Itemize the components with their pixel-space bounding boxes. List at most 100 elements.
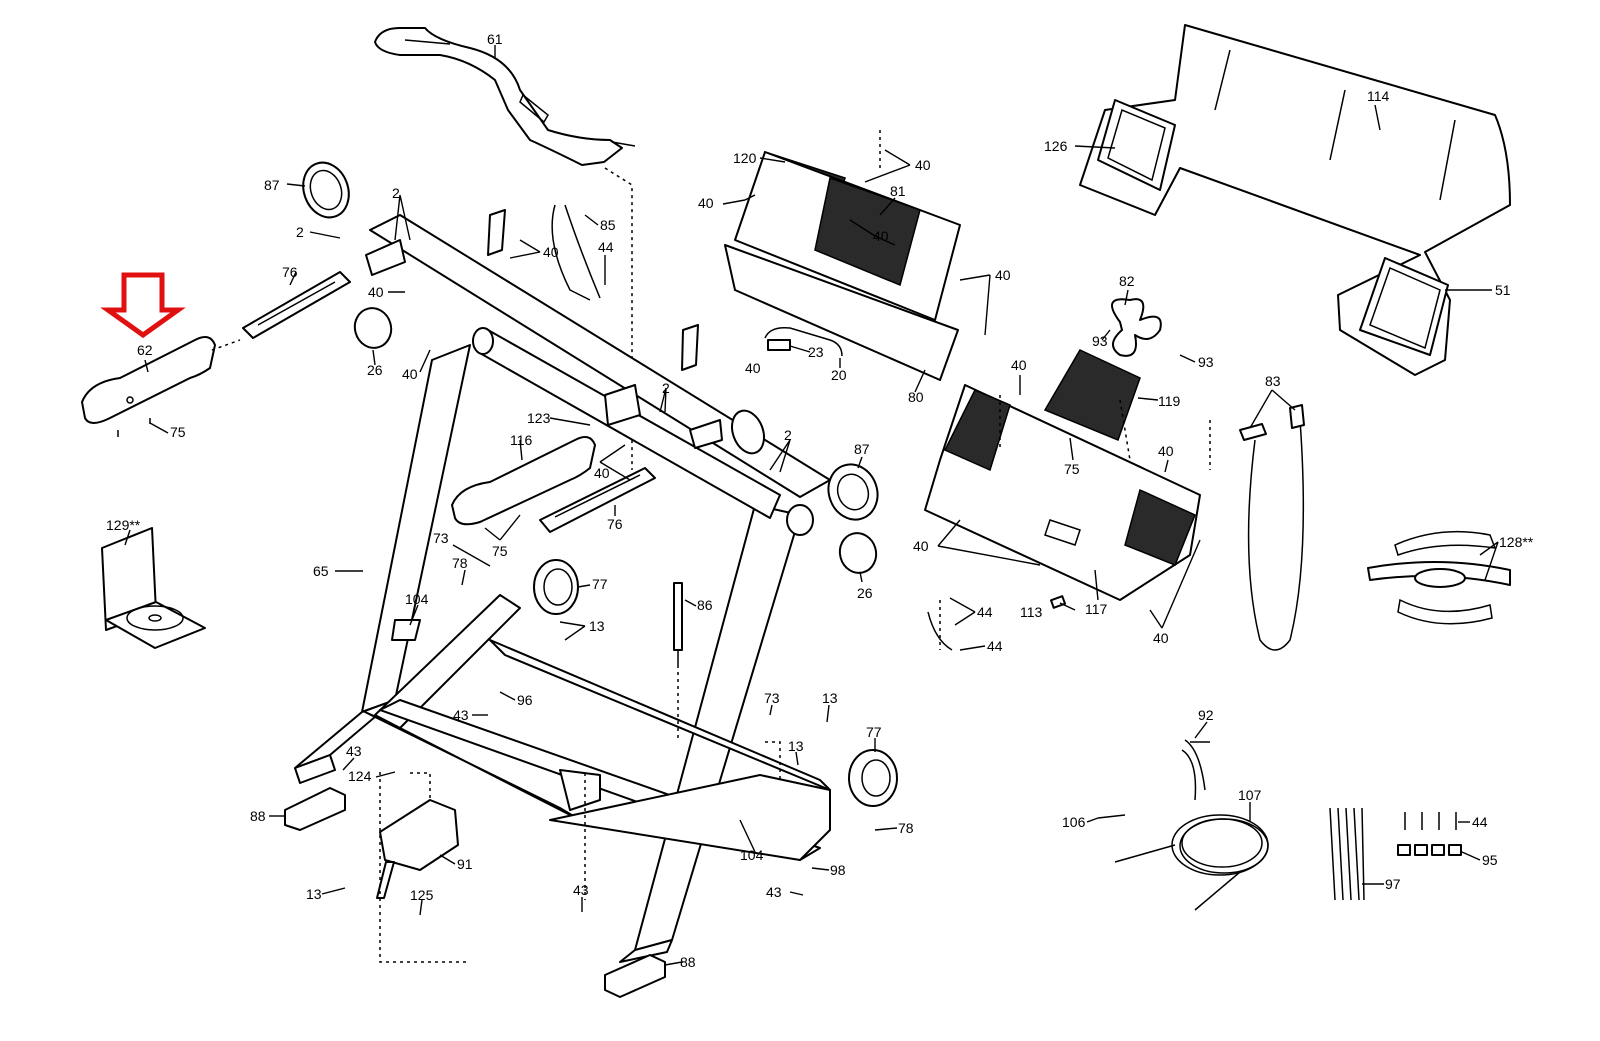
part-107-coiled-cable[interactable] [1114, 814, 1269, 911]
label-76: 76 [282, 264, 298, 280]
part-119-fan-grille[interactable] [1043, 349, 1141, 441]
label-43: 43 [453, 707, 469, 723]
label-62: 62 [137, 342, 153, 358]
part-65-upright-frame[interactable] [294, 214, 831, 963]
label-51: 51 [1495, 282, 1511, 298]
label-2: 2 [296, 224, 304, 240]
label-125: 125 [410, 887, 434, 903]
label-126: 126 [1044, 138, 1068, 154]
part-97-cable-ties[interactable] [1329, 807, 1365, 901]
part-129-cd[interactable] [101, 527, 206, 649]
label-83: 83 [1265, 373, 1281, 389]
label-87: 87 [264, 177, 280, 193]
label-77: 77 [592, 576, 608, 592]
label-113: 113 [1020, 604, 1043, 620]
label-40: 40 [873, 228, 889, 244]
part-117-controller-board[interactable] [924, 384, 1201, 601]
part-82-fan[interactable] [1111, 298, 1162, 357]
part-126-console-cover-left[interactable] [1097, 99, 1176, 191]
part-51-console-cover-right[interactable] [1359, 257, 1449, 356]
part-26-knob-left[interactable] [350, 304, 395, 352]
part-61-crossbar[interactable] [374, 27, 636, 166]
label-75: 75 [492, 543, 508, 559]
part-76-bracket-right[interactable] [539, 467, 656, 533]
label-40: 40 [1011, 357, 1027, 373]
label-40: 40 [402, 366, 418, 382]
part-116-upright-cover[interactable] [451, 435, 596, 526]
label-13: 13 [822, 690, 838, 706]
part-62-upright-cover[interactable] [81, 335, 216, 424]
part-88-foot-left[interactable] [284, 787, 346, 831]
label-75: 75 [1064, 461, 1080, 477]
label-43: 43 [573, 882, 589, 898]
label-92: 92 [1198, 707, 1214, 723]
label-40: 40 [915, 157, 931, 173]
label-93: 93 [1092, 333, 1108, 349]
label-97: 97 [1385, 876, 1401, 892]
label-44: 44 [977, 604, 993, 620]
label-73: 73 [433, 530, 449, 546]
label-40: 40 [1153, 630, 1169, 646]
part-44-95-hardware-row[interactable] [1397, 812, 1462, 856]
label-40: 40 [995, 267, 1011, 283]
label-77: 77 [866, 724, 882, 740]
part-83-pulse-strap-band[interactable] [1239, 404, 1305, 651]
label-43: 43 [346, 743, 362, 759]
label-13: 13 [589, 618, 605, 634]
part-91-incline-motor[interactable] [376, 799, 459, 899]
part-77-wheel-front[interactable] [533, 559, 579, 615]
label-13: 13 [306, 886, 322, 902]
label-44: 44 [1472, 814, 1488, 830]
label-95: 95 [1482, 852, 1498, 868]
label-104: 104 [740, 847, 764, 863]
part-76-bracket-left[interactable] [242, 271, 351, 339]
label-44: 44 [598, 239, 614, 255]
label-116: 116 [510, 432, 533, 448]
label-23: 23 [808, 344, 824, 360]
label-88: 88 [680, 954, 696, 970]
label-40: 40 [698, 195, 714, 211]
highlight-arrow-icon [100, 272, 186, 339]
label-129: 129** [106, 517, 141, 533]
label-73: 73 [764, 690, 780, 706]
label-40: 40 [543, 244, 559, 260]
label-78: 78 [452, 555, 468, 571]
part-labels: 61 87 2 2 85 44 40 40 76 62 75 26 40 40 … [106, 31, 1534, 970]
part-88-foot-right[interactable] [604, 954, 666, 998]
label-61: 61 [487, 31, 503, 47]
part-26-knob-right[interactable] [835, 529, 880, 577]
label-87: 87 [854, 441, 870, 457]
part-77-wheel-rear[interactable] [848, 749, 898, 807]
label-81: 81 [890, 183, 906, 199]
label-85: 85 [600, 217, 616, 233]
label-2: 2 [392, 185, 400, 201]
label-124: 124 [348, 768, 372, 784]
part-128-chest-strap[interactable] [1367, 530, 1511, 625]
label-104: 104 [405, 591, 429, 607]
label-98: 98 [830, 862, 846, 878]
part-87-end-cap-left[interactable] [296, 156, 356, 224]
label-82: 82 [1119, 273, 1135, 289]
label-40: 40 [368, 284, 384, 300]
label-80: 80 [908, 389, 924, 405]
label-88: 88 [250, 808, 266, 824]
label-40: 40 [745, 360, 761, 376]
label-106: 106 [1062, 814, 1086, 830]
part-87-end-cap-right[interactable] [821, 457, 885, 526]
label-26: 26 [367, 362, 383, 378]
label-96: 96 [517, 692, 533, 708]
label-43: 43 [766, 884, 782, 900]
label-93: 93 [1198, 354, 1214, 370]
part-80-console-front[interactable] [724, 244, 959, 381]
label-20: 20 [831, 367, 847, 383]
label-107: 107 [1238, 787, 1262, 803]
label-26: 26 [857, 585, 873, 601]
part-92-cable[interactable] [1181, 739, 1210, 801]
label-2: 2 [662, 380, 670, 396]
label-2: 2 [784, 427, 792, 443]
label-13: 13 [788, 738, 804, 754]
label-91: 91 [457, 856, 473, 872]
label-76: 76 [607, 516, 623, 532]
label-75: 75 [170, 424, 186, 440]
label-123: 123 [527, 410, 551, 426]
